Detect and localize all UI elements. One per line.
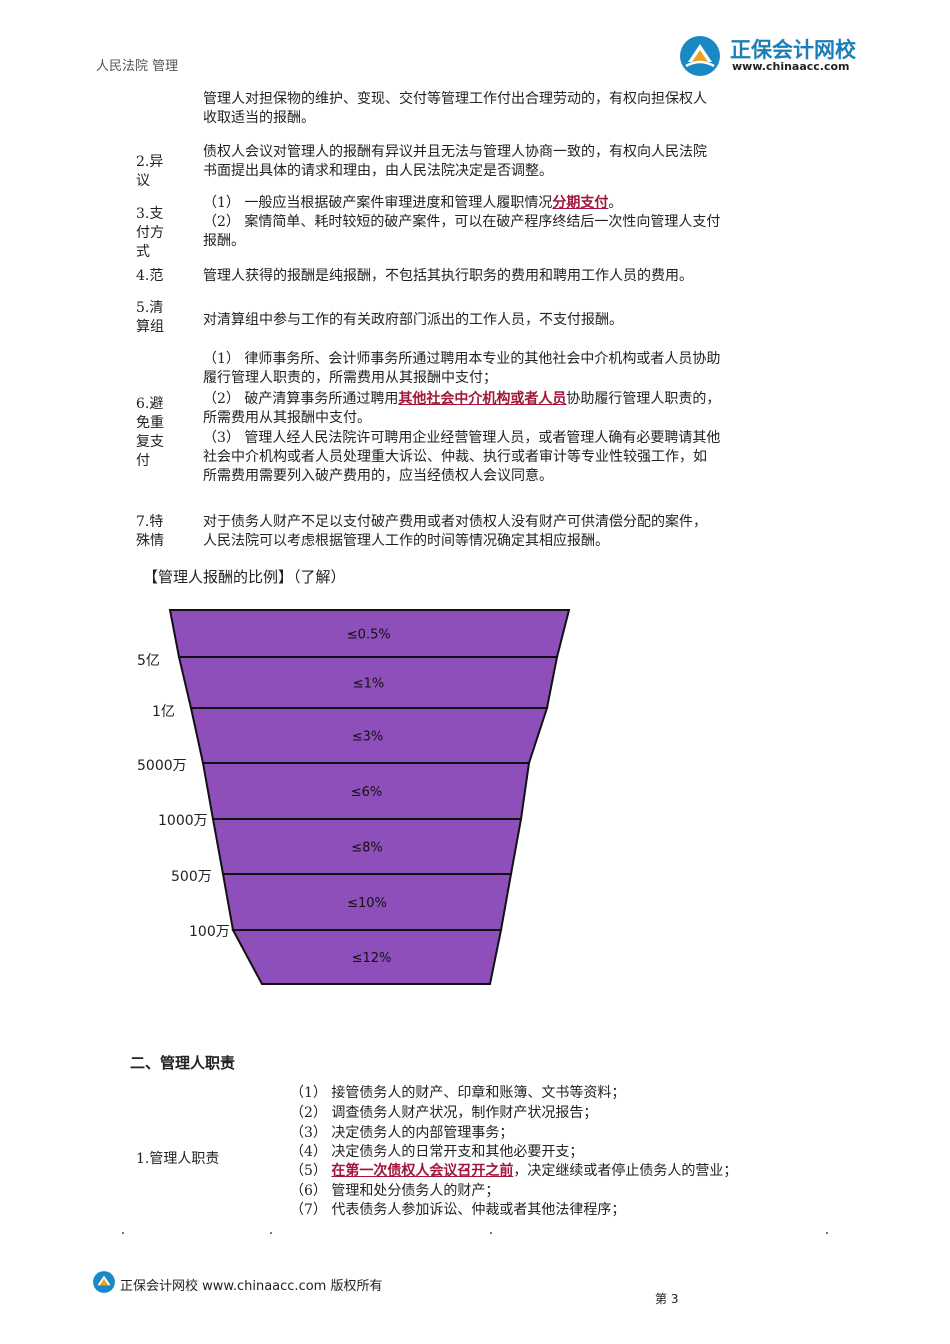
duty-item-7: （7） 代表债务人参加诉讼、仲裁或者其他法律程序； [290, 1202, 626, 1218]
funnel-tier-label: ≤6% [351, 785, 383, 800]
chapter-header: 人民法院 管理 [96, 59, 179, 74]
row-6-p3-line-3: 所需费用需要列入破产费用的，应当经债权人会议同意。 [203, 468, 553, 484]
row-6-p2-pre: （2） 破产清算事务所通过聘用 [203, 391, 399, 407]
highlight-first-meeting: 在第一次债权人会议召开之前 [331, 1163, 514, 1179]
row-7-line-1: 对于债务人财产不足以支付破产费用或者对债权人没有财产可供清偿分配的案件， [203, 514, 707, 530]
funnel-chart: ≤0.5% ≤1% ≤3% ≤6% ≤8% ≤10% ≤12% [168, 609, 571, 985]
logo-url: www.chinaacc.com [732, 60, 850, 73]
row-2-label-2: 议 [136, 173, 150, 189]
row-5-line-1: 对清算组中参与工作的有关政府部门派出的工作人员，不支付报酬。 [203, 312, 623, 328]
row-6-label-1: 6.避 [136, 396, 164, 412]
footer-logo-icon [93, 1271, 115, 1293]
row-6-p1-line-1: （1） 律师事务所、会计师事务所通过聘用本专业的其他社会中介机构或者人员协助 [203, 351, 721, 367]
duty-item-4: （4） 决定债务人的日常开支和其他必要开支； [290, 1144, 584, 1160]
logo: 正保会计网校 www.chinaacc.com [678, 34, 858, 78]
row-1-line-1: 管理人对担保物的维护、变现、交付等管理工作付出合理劳动的，有权向担保权人 [203, 91, 707, 107]
row-3-line-1: （1） 一般应当根据破产案件审理进度和管理人履职情况分期支付。 [203, 194, 622, 213]
row-1-line-2: 收取适当的报酬。 [203, 110, 315, 126]
divider-dot [122, 1232, 124, 1234]
duty-item-3: （3） 决定债务人的内部管理事务； [290, 1125, 514, 1141]
duty-item-6: （6） 管理和处分债务人的财产； [290, 1183, 500, 1199]
row-6-p3-line-1: （3） 管理人经人民法院许可聘用企业经营管理人员，或者管理人确有必要聘请其他 [203, 430, 721, 446]
logo-name: 正保会计网校 [730, 38, 856, 62]
divider-dot [270, 1232, 272, 1234]
page-number: 第 3 [655, 1292, 679, 1306]
highlight-installment: 分期支付 [552, 195, 609, 211]
funnel-tier-label: ≤12% [352, 951, 392, 966]
funnel-tier-label: ≤10% [347, 896, 387, 911]
row-7-label-2: 殊情 [136, 533, 164, 549]
duty-item-5-pre: （5） [290, 1163, 327, 1179]
row-3-label-3: 式 [136, 244, 150, 260]
logo-icon [680, 36, 720, 76]
row-3-line-1-pre: （1） 一般应当根据破产案件审理进度和管理人履职情况 [203, 195, 553, 211]
funnel-boundary-label: 1亿 [152, 704, 175, 720]
section-2-title: 二、管理人职责 [130, 1054, 236, 1072]
row-2-label: 2.异 [136, 154, 164, 170]
funnel-title: 【管理人报酬的比例】（了解） [143, 568, 346, 586]
highlight-intermediary: 其他社会中介机构或者人员 [398, 391, 567, 407]
section-2-label: 1.管理人职责 [136, 1151, 220, 1167]
divider-dot [826, 1232, 828, 1234]
row-6-label-3: 复支 [136, 434, 164, 450]
funnel-tier-label: ≤0.5% [347, 628, 391, 643]
row-4-label: 4.范 [136, 268, 164, 284]
row-6-p2-line-1: （2） 破产清算事务所通过聘用其他社会中介机构或者人员协助履行管理人职责的， [203, 390, 720, 409]
funnel-tier-label: ≤8% [351, 841, 383, 856]
row-2-line-2: 书面提出具体的请求和理由，由人民法院决定是否调整。 [203, 163, 553, 179]
duty-item-1: （1） 接管债务人的财产、印章和账簿、文书等资料； [290, 1085, 626, 1101]
row-3-line-2: （2） 案情简单、耗时较短的破产案件，可以在破产程序终结后一次性向管理人支付 [203, 214, 721, 230]
row-5-label-2: 算组 [136, 319, 164, 335]
row-7-label-1: 7.特 [136, 514, 164, 530]
row-6-p1-line-2: 履行管理人职责的，所需费用从其报酬中支付； [203, 370, 497, 386]
row-3-line-1-post: 。 [608, 195, 623, 211]
row-6-label-4: 付 [136, 453, 150, 469]
row-3-line-3: 报酬。 [203, 233, 245, 249]
duty-item-2: （2） 调查债务人财产状况，制作财产状况报告； [290, 1105, 598, 1121]
row-7-line-2: 人民法院可以考虑根据管理人工作的时间等情况确定其相应报酬。 [203, 533, 609, 549]
row-6-p2-post: 协助履行管理人职责的， [566, 391, 721, 407]
row-2-line-1: 债权人会议对管理人的报酬有异议并且无法与管理人协商一致的，有权向人民法院 [203, 144, 707, 160]
row-6-label-2: 免重 [136, 415, 164, 431]
row-3-label-2: 付方 [136, 225, 164, 241]
funnel-tier-label: ≤3% [352, 730, 384, 745]
footer-text: 正保会计网校 www.chinaacc.com 版权所有 [120, 1279, 383, 1294]
duty-item-5-post: ，决定继续或者停止债务人的营业； [513, 1163, 738, 1179]
funnel-boundary-label: 5亿 [137, 653, 160, 669]
row-4-line-1: 管理人获得的报酬是纯报酬，不包括其执行职务的费用和聘用工作人员的费用。 [203, 268, 693, 284]
row-5-label-1: 5.清 [136, 300, 164, 316]
funnel-boundary-label: 500万 [171, 869, 212, 885]
duty-item-5: （5） 在第一次债权人会议召开之前，决定继续或者停止债务人的营业； [290, 1162, 737, 1181]
row-6-p3-line-2: 社会中介机构或者人员处理重大诉讼、仲裁、执行或者审计等专业性较强工作，如 [203, 449, 707, 465]
funnel-tier-7 [231, 929, 503, 985]
funnel-tier-label: ≤1% [353, 677, 385, 692]
footer: 正保会计网校 www.chinaacc.com 版权所有 [92, 1270, 512, 1296]
funnel-boundary-label: 1000万 [158, 813, 208, 829]
row-3-label-1: 3.支 [136, 206, 164, 222]
row-6-p2-line-2: 所需费用从其报酬中支付。 [203, 410, 371, 426]
divider-dot [490, 1232, 492, 1234]
funnel-boundary-label: 100万 [189, 924, 230, 940]
funnel-boundary-label: 5000万 [137, 758, 187, 774]
